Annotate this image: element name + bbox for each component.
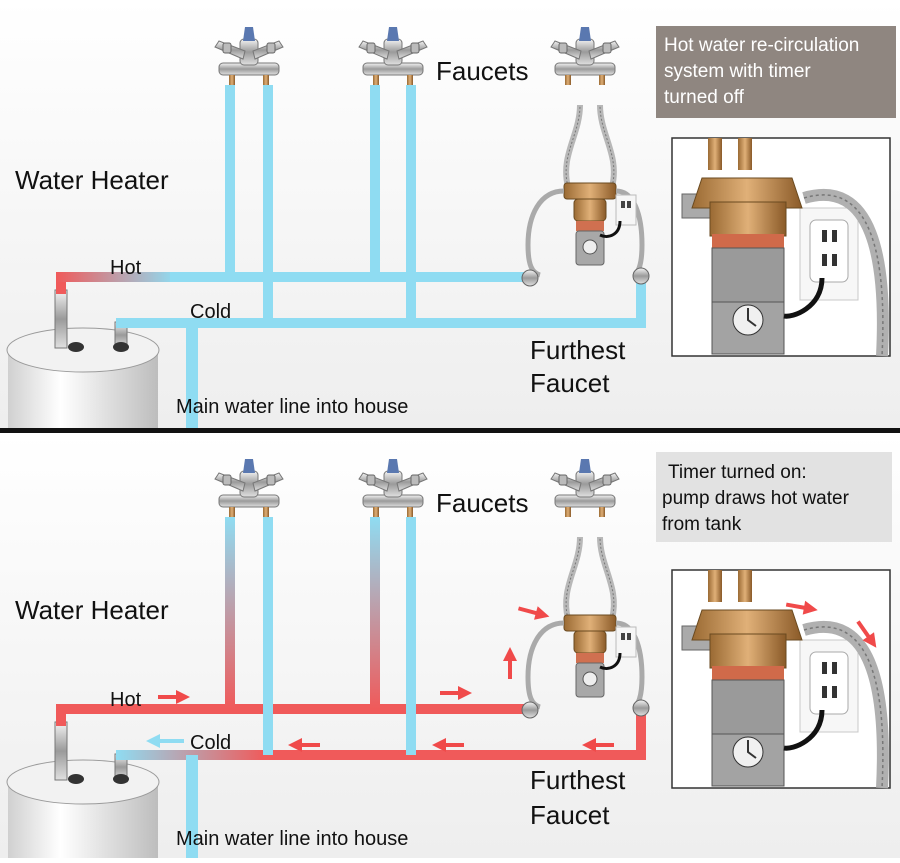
- water-heater-label: Water Heater: [15, 595, 169, 625]
- shutoff-valve-hot: [521, 269, 539, 287]
- hot-label: Hot: [110, 257, 142, 279]
- caption-line-3: from tank: [662, 514, 742, 535]
- water-heater-tank: [6, 721, 160, 858]
- furthest-faucet-label-1: Furthest: [530, 765, 626, 795]
- caption-box: [656, 26, 896, 118]
- panel-timer-off: Hot water re-circulation system with tim…: [0, 0, 900, 428]
- water-heater-tank: [6, 289, 160, 428]
- furthest-faucet-label-2: Faucet: [530, 800, 610, 830]
- cold-pipes: [116, 85, 646, 428]
- shutoff-valve-hot: [521, 701, 539, 719]
- cold-label: Cold: [190, 301, 231, 323]
- caption-line-1: Timer turned on:: [668, 462, 807, 483]
- main-line-label: Main water line into house: [176, 828, 408, 850]
- water-heater-label: Water Heater: [15, 165, 169, 195]
- caption-line-2: pump draws hot water: [662, 488, 850, 509]
- faucets-label: Faucets: [436, 488, 529, 518]
- shutoff-valve-cold: [632, 699, 650, 717]
- hot-label: Hot: [110, 689, 142, 711]
- furthest-faucet-label-2: Faucet: [530, 368, 610, 398]
- pump-detail-inset: [672, 138, 890, 356]
- pump-detail-inset: [672, 570, 890, 788]
- hot-pipes: [56, 517, 530, 726]
- flow-arrow-cold: [146, 734, 184, 748]
- shutoff-valve-cold: [632, 267, 650, 285]
- caption-box: [656, 452, 892, 542]
- caption-line-3: turned off: [664, 87, 745, 108]
- main-line-label: Main water line into house: [176, 396, 408, 418]
- caption-line-2: system with timer: [664, 61, 811, 82]
- hot-pipes: [56, 85, 530, 294]
- panel-timer-on: Timer turned on: pump draws hot water fr…: [0, 433, 900, 858]
- caption-line-1: Hot water re-circulation: [664, 35, 859, 56]
- cold-pipes: [116, 517, 646, 858]
- cold-label: Cold: [190, 732, 231, 754]
- panel-divider: [0, 428, 900, 433]
- furthest-faucet-label-1: Furthest: [530, 335, 626, 365]
- faucets-label: Faucets: [436, 56, 529, 86]
